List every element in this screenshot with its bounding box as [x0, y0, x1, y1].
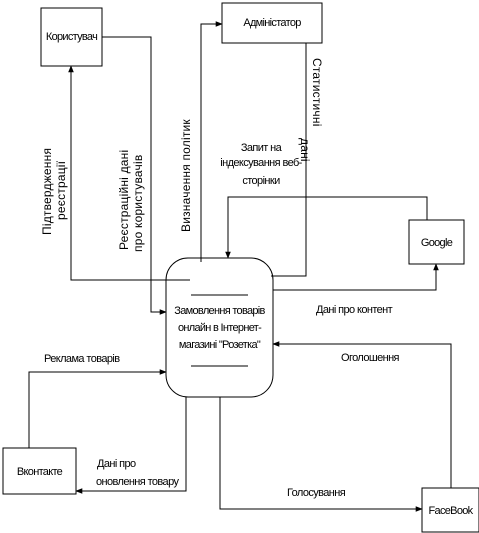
process-label-line-2: онлайн в Інтернет-	[178, 322, 262, 334]
process-label-line-1: Замовлення товарів	[174, 305, 265, 317]
label-update-line-2: оновлення товару	[96, 476, 179, 488]
flow-confirm-registration	[68, 65, 190, 281]
label-product-ads: Реклама товарів	[44, 353, 120, 365]
label-index-line-3: сторінки	[242, 175, 280, 187]
entity-admin-label: Адміністатор	[243, 17, 301, 29]
entity-admin: Адміністатор	[221, 2, 323, 44]
label-announcements: Оголошення	[341, 352, 400, 364]
entity-google: Google	[408, 219, 465, 265]
label-update-line-1: Дані про	[97, 458, 136, 470]
flow-product-ads	[28, 369, 167, 448]
label-confirm-line-2: реєстрації	[54, 160, 68, 220]
process-order-online: Замовлення товарів онлайн в Інтернет- ма…	[165, 257, 274, 398]
label-registration-line-2: про користувачів	[131, 155, 145, 252]
label-index-line-2: індексування веб-	[220, 157, 302, 169]
entity-google-label: Google	[421, 237, 453, 249]
flow-product-update	[75, 397, 187, 494]
entity-vk-label: Вконтакте	[17, 466, 63, 478]
flow-statistics	[271, 43, 307, 277]
flow-index-request	[225, 196, 428, 259]
entity-vk: Вконтакте	[2, 447, 77, 495]
flow-define-policies	[200, 21, 223, 262]
label-define-policies: Визначення політик	[179, 119, 193, 232]
entity-facebook-label: FaceBook	[429, 505, 474, 517]
label-index-line-1: Запит на	[241, 142, 283, 154]
label-statistics-line-2: дані	[298, 138, 312, 162]
flow-voting	[219, 397, 423, 512]
entity-user-label: Користувач	[46, 31, 97, 43]
label-content-data: Дані про контент	[316, 304, 393, 316]
flow-announcements	[272, 341, 452, 488]
flow-registration-data	[102, 36, 167, 315]
entity-facebook: FaceBook	[421, 487, 479, 533]
label-voting: Голосування	[287, 487, 346, 499]
entity-user: Користувач	[40, 7, 103, 67]
label-confirm-line-1: Підтвердження	[40, 148, 54, 235]
process-label-line-3: магазині "Розетка"	[179, 339, 261, 351]
label-registration-line-1: Реєстраційні дані	[117, 150, 131, 250]
flow-content-data	[273, 263, 439, 291]
label-statistics-line-1: Статистичні	[310, 58, 324, 127]
